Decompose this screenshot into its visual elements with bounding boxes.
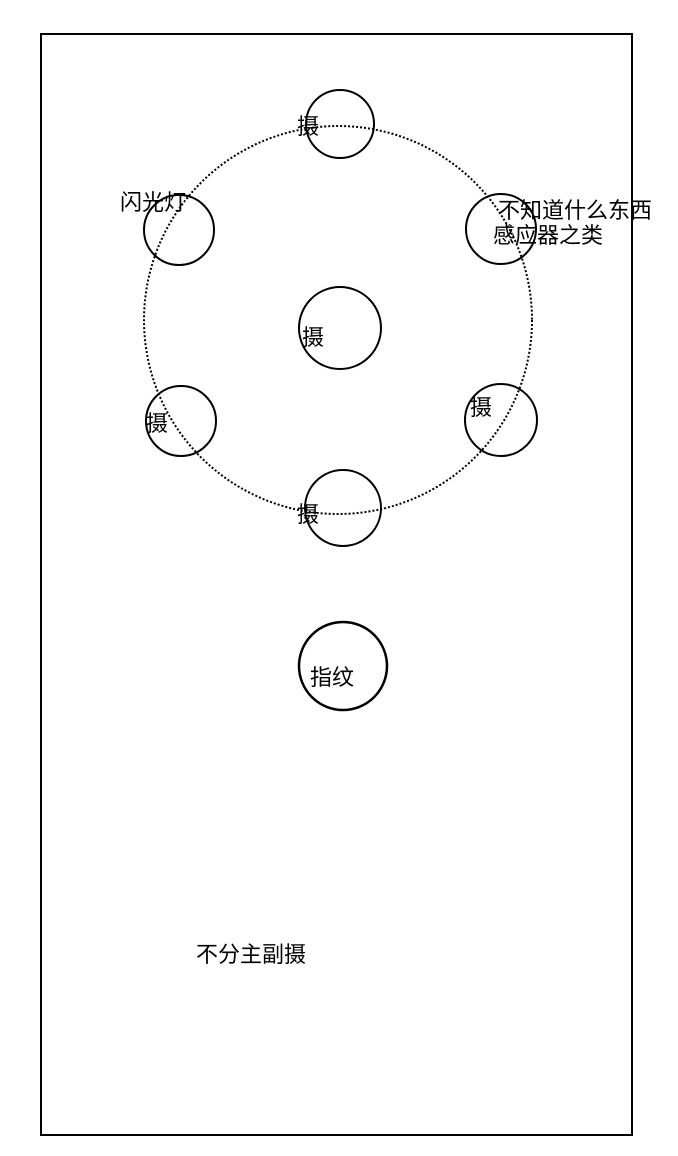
camera-left-label: 摄 <box>146 412 168 437</box>
fingerprint-sensor <box>297 620 389 712</box>
sensor-label-line1: 不知道什么东西 <box>498 199 652 224</box>
camera-top-lens <box>305 89 375 159</box>
camera-right-label: 摄 <box>470 396 492 421</box>
fingerprint-label: 指纹 <box>310 666 354 691</box>
phone-outline <box>40 33 633 1136</box>
flash-lens <box>143 194 215 266</box>
flash-label: 闪光灯 <box>120 191 186 216</box>
camera-right-lens <box>464 383 538 457</box>
note-label: 不分主副摄 <box>196 943 306 968</box>
camera-top-label: 摄 <box>297 115 319 140</box>
camera-left-lens <box>145 385 217 457</box>
camera-center-lens <box>298 286 382 370</box>
sensor-lens <box>465 193 537 265</box>
camera-module-ring <box>143 125 533 515</box>
camera-bottom-lens <box>304 469 382 547</box>
camera-bottom-label: 摄 <box>297 503 319 528</box>
camera-center-label: 摄 <box>302 326 324 351</box>
sensor-label-line2: 感应器之类 <box>493 224 603 249</box>
